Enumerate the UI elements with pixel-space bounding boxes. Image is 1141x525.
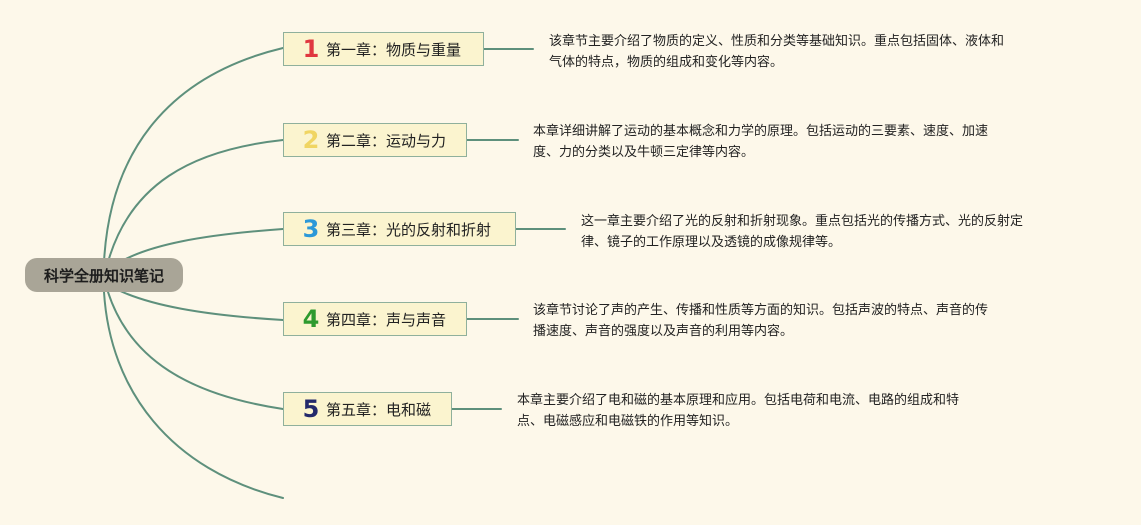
- chapter-node-5[interactable]: 5 第五章：电和磁: [283, 392, 452, 426]
- number-4-icon: 4: [302, 305, 320, 333]
- chapter-description-1-line-1: 该章节主要介绍了物质的定义、性质和分类等基础知识。重点包括固体、液体和: [549, 34, 1005, 49]
- chapter-description-5-line-2: 点、电磁感应和电磁铁的作用等知识。: [517, 414, 739, 429]
- branch-line-2: [107, 139, 284, 263]
- number-3-icon: 3: [302, 215, 320, 243]
- branch-line-5: [107, 291, 284, 410]
- chapter-node-2[interactable]: 2 第二章：运动与力: [283, 123, 467, 157]
- branch-line-3: [119, 228, 284, 263]
- branch-line-6: [103, 291, 284, 499]
- chapter-title-3: 第三章：光的反射和折射: [326, 220, 492, 239]
- chapter-description-3: 这一章主要介绍了光的反射和折射现象。重点包括光的传播方式、光的反射定 律、镜子的…: [581, 211, 1023, 253]
- chapter-description-2-line-2: 度、力的分类以及牛顿三定律等内容。: [533, 145, 755, 160]
- chapter-description-5-line-1: 本章主要介绍了电和磁的基本原理和应用。包括电荷和电流、电路的组成和特: [517, 393, 960, 408]
- chapter-description-1-line-2: 气体的特点，物质的组成和变化等内容。: [549, 55, 784, 70]
- number-5-icon: 5: [302, 395, 320, 423]
- number-2-icon: 2: [302, 126, 320, 154]
- chapter-description-3-line-2: 律、镜子的工作原理以及透镜的成像规律等。: [581, 235, 842, 250]
- chapter-description-2: 本章详细讲解了运动的基本概念和力学的原理。包括运动的三要素、速度、加速 度、力的…: [533, 121, 988, 163]
- chapter-title-2: 第二章：运动与力: [326, 131, 447, 150]
- number-1-icon: 1: [302, 35, 320, 63]
- chapter-description-5: 本章主要介绍了电和磁的基本原理和应用。包括电荷和电流、电路的组成和特 点、电磁感…: [517, 390, 959, 432]
- chapter-description-4-line-1: 该章节讨论了声的产生、传播和性质等方面的知识。包括声波的特点、声音的传: [533, 303, 989, 318]
- chapter-description-4: 该章节讨论了声的产生、传播和性质等方面的知识。包括声波的特点、声音的传 播速度、…: [533, 300, 988, 342]
- chapter-title-5: 第五章：电和磁: [326, 400, 432, 419]
- chapter-description-4-line-2: 播速度、声音的强度以及声音的利用等内容。: [533, 324, 794, 339]
- branch-line-1: [103, 47, 284, 263]
- chapter-description-2-line-1: 本章详细讲解了运动的基本概念和力学的原理。包括运动的三要素、速度、加速: [533, 124, 989, 139]
- chapter-title-4: 第四章：声与声音: [326, 310, 447, 329]
- chapter-description-3-line-1: 这一章主要介绍了光的反射和折射现象。重点包括光的传播方式、光的反射定: [581, 214, 1024, 229]
- chapter-title-1: 第一章：物质与重量: [326, 40, 462, 59]
- chapter-node-1[interactable]: 1 第一章：物质与重量: [283, 32, 484, 66]
- chapter-description-1: 该章节主要介绍了物质的定义、性质和分类等基础知识。重点包括固体、液体和 气体的特…: [549, 31, 1004, 73]
- branch-line-4: [117, 289, 284, 321]
- chapter-node-3[interactable]: 3 第三章：光的反射和折射: [283, 212, 516, 246]
- root-topic-label: 科学全册知识笔记: [43, 266, 164, 285]
- root-topic[interactable]: 科学全册知识笔记: [25, 258, 183, 292]
- chapter-node-4[interactable]: 4 第四章：声与声音: [283, 302, 467, 336]
